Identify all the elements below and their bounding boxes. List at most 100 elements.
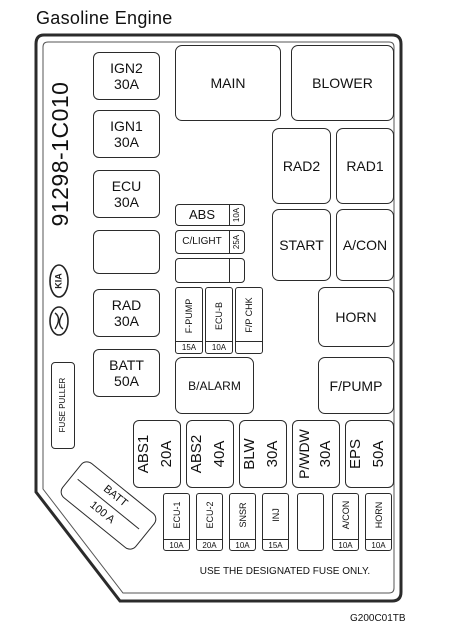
relay-balarm-label: B/ALARM (188, 378, 241, 393)
minifuse-fpump (175, 287, 203, 354)
minifuse-fpump-name: F-PUMP (184, 298, 194, 334)
fuse-divider (332, 539, 359, 540)
fuse-horn (365, 493, 392, 551)
minifuse-fpchk-name: F/P CHK (244, 297, 254, 333)
fuse-abs1-name: ABS1 (135, 434, 152, 474)
fuse-ign1-name: IGN1 (110, 118, 143, 134)
fuse-ign2-name: IGN2 (110, 60, 143, 76)
relay-fpump: F/PUMP (318, 357, 394, 414)
fuse-rad-rating: 30A (114, 313, 139, 329)
relay-start-label: START (279, 237, 324, 253)
fuse-inj (262, 493, 289, 551)
fuse-ecu: ECU 30A (93, 170, 160, 218)
fuse-rad: RAD 30A (93, 289, 160, 337)
fuse-horn-rating: 10A (371, 541, 386, 550)
fuse-pwdw (292, 420, 340, 488)
minifuse-abs (175, 204, 245, 226)
kia-logo: KIA (49, 264, 69, 298)
minifuse-fpump-rating: 15A (181, 343, 197, 352)
fuse-empty-slot (93, 230, 160, 274)
minifuse-ecub-name: ECU-B (214, 302, 224, 331)
fuse-eps-name: EPS (347, 439, 364, 470)
fuse-acon-name: A/CON (341, 500, 351, 530)
fuse-blw (239, 420, 287, 488)
fuse-divider (163, 539, 190, 540)
page-title: Gasoline Engine (36, 8, 173, 28)
relay-blower: BLOWER (291, 45, 394, 121)
fuse-abs2 (186, 420, 234, 488)
minifuse-divider (229, 230, 230, 254)
fuse-ecu-name: ECU (111, 178, 142, 194)
fuse-divider (262, 539, 289, 540)
fuse-divider (229, 539, 256, 540)
minifuse-ecub-rating: 10A (211, 343, 227, 352)
fuse-empty-slot (297, 493, 324, 551)
minifuse-abs-name: ABS (188, 207, 215, 222)
fuse-eps (345, 420, 394, 488)
fuse-acon-rating: 10A (338, 541, 353, 550)
fuse-puller-label: FUSE PULLER (58, 377, 67, 433)
fuse-eps-rating: 50A (370, 440, 387, 468)
fuse-snsr-name: SNSR (238, 502, 248, 528)
relay-blower-label: BLOWER (312, 75, 373, 91)
fuse-acon (332, 493, 359, 551)
fuse-rad-name: RAD (111, 297, 142, 313)
relay-horn-label: HORN (335, 309, 377, 325)
fuse-inj-rating: 15A (268, 541, 283, 550)
relay-fpump-label: F/PUMP (329, 377, 383, 394)
fuse-notice: USE THE DESIGNATED FUSE ONLY. (199, 566, 371, 577)
fuse-puller (51, 362, 75, 449)
fuse-abs2-rating: 40A (211, 440, 228, 468)
fuse-blw-rating: 30A (264, 440, 281, 468)
relay-rad2-label: RAD2 (282, 158, 321, 174)
relay-start: START (272, 209, 331, 281)
fuse-ecu2 (196, 493, 223, 551)
minifuse-clight-name: C/LIGHT (182, 236, 222, 247)
relay-acon-label: A/CON (342, 237, 388, 253)
fuse-pwdw-rating: 30A (317, 440, 334, 468)
fuse-ecu1-name: ECU-1 (172, 501, 182, 529)
fuse-divider (365, 539, 392, 540)
relay-rad1-label: RAD1 (346, 158, 384, 174)
fuse-snsr-rating: 10A (235, 541, 250, 550)
relay-main: MAIN (175, 45, 281, 121)
fuse-ign2-rating: 30A (114, 76, 139, 92)
minifuse-divider (229, 258, 230, 283)
fuse-abs2-name: ABS2 (188, 434, 205, 474)
fuse-pwdw-name: P/WDW (296, 429, 312, 479)
relay-acon: A/CON (336, 209, 394, 281)
minifuse-divider (175, 341, 203, 342)
fuse-ecu1-rating: 10A (169, 541, 184, 550)
fuse-batt: BATT 50A (93, 349, 160, 397)
svg-text:KIA: KIA (53, 273, 63, 289)
figure-code: G200C01TB (350, 613, 406, 624)
hyundai-logo (49, 306, 69, 336)
fuse-snsr (229, 493, 256, 551)
fuse-ecu-rating: 30A (114, 194, 139, 210)
fuse-batt-rating: 50A (114, 373, 139, 389)
fuse-blw-name: BLW (241, 438, 258, 470)
minifuse-divider (235, 341, 263, 342)
fuse-ecu1 (163, 493, 190, 551)
fuse-batt-name: BATT (109, 357, 144, 373)
minifuse-ecub (205, 287, 233, 354)
relay-main-label: MAIN (210, 75, 246, 91)
fuse-abs1-rating: 20A (158, 440, 175, 468)
relay-rad2: RAD2 (272, 128, 331, 204)
fuse-divider (196, 539, 223, 540)
relay-rad1: RAD1 (336, 128, 394, 204)
minifuse-divider (229, 204, 230, 226)
minifuse-clight (175, 230, 245, 254)
minifuse-clight-rating: 25A (232, 234, 241, 250)
minifuse-divider (205, 341, 233, 342)
fuse-inj-name: INJ (271, 508, 281, 522)
fuse-ecu2-rating: 20A (202, 541, 217, 550)
fuse-ign1-rating: 30A (114, 134, 139, 150)
fuse-ign1: IGN1 30A (93, 110, 160, 158)
fuse-horn-name: HORN (374, 501, 384, 529)
minifuse-empty (175, 258, 245, 283)
fuse-ecu2-name: ECU-2 (205, 501, 215, 529)
relay-horn: HORN (318, 287, 394, 347)
